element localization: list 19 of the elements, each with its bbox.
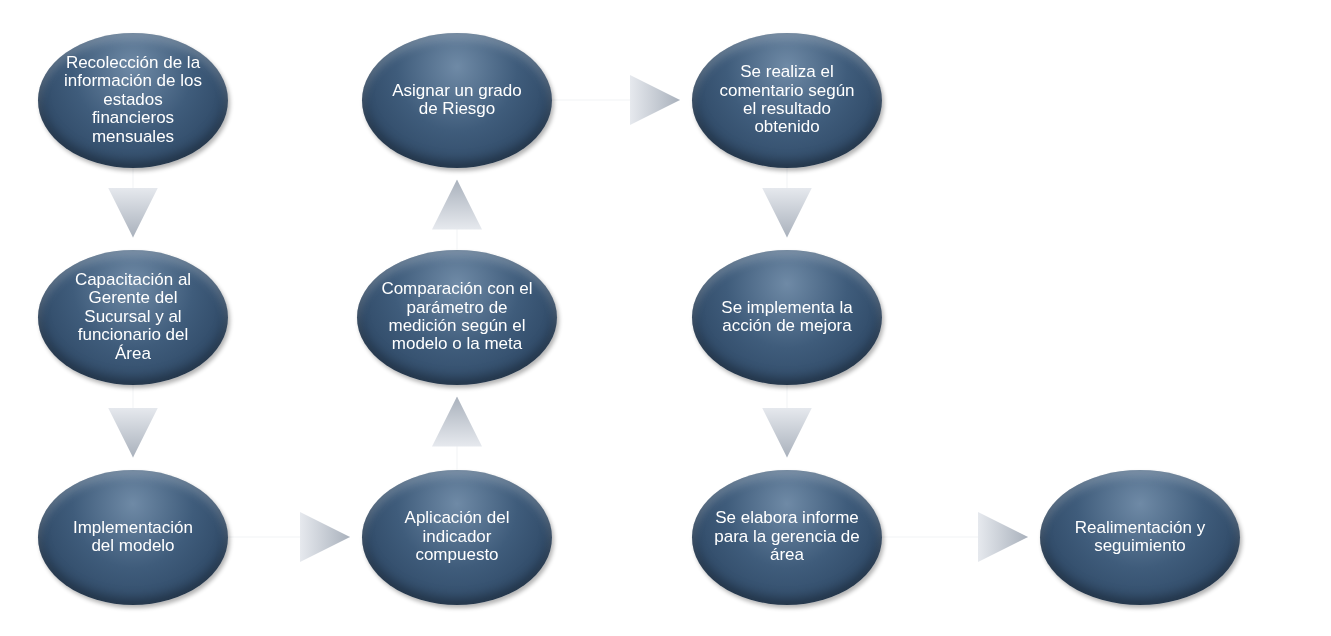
step-label: Se realiza el comentario según el resultado obtenido	[718, 63, 856, 137]
arrow	[432, 395, 482, 471]
step-label: Realimentación y seguimiento	[1073, 518, 1207, 556]
arrow	[551, 75, 681, 125]
arrow	[108, 166, 158, 239]
arrow	[762, 166, 812, 239]
arrow	[762, 383, 812, 459]
step-label: Comparación con el parámetro de medición según el modelo o la meta	[380, 280, 534, 354]
step-label: Aplicación del indicador compuesto	[403, 509, 511, 565]
arrow	[881, 512, 1029, 562]
step-label: Recolección de la información de los estados financieros mensuales	[63, 54, 203, 146]
arrow	[432, 178, 482, 251]
step-label: Asignar un grado de Riesgo	[391, 81, 523, 119]
arrow	[108, 383, 158, 459]
step-label: Se implementa la acción de mejora	[720, 298, 854, 336]
step-label: Implementación del modelo	[72, 518, 194, 556]
arrow	[227, 512, 351, 562]
step-label: Se elabora informe para la gerencia de área	[714, 509, 860, 565]
step-label: Capacitación al Gerente del Sucursal y al funcionario del Área	[73, 271, 193, 363]
